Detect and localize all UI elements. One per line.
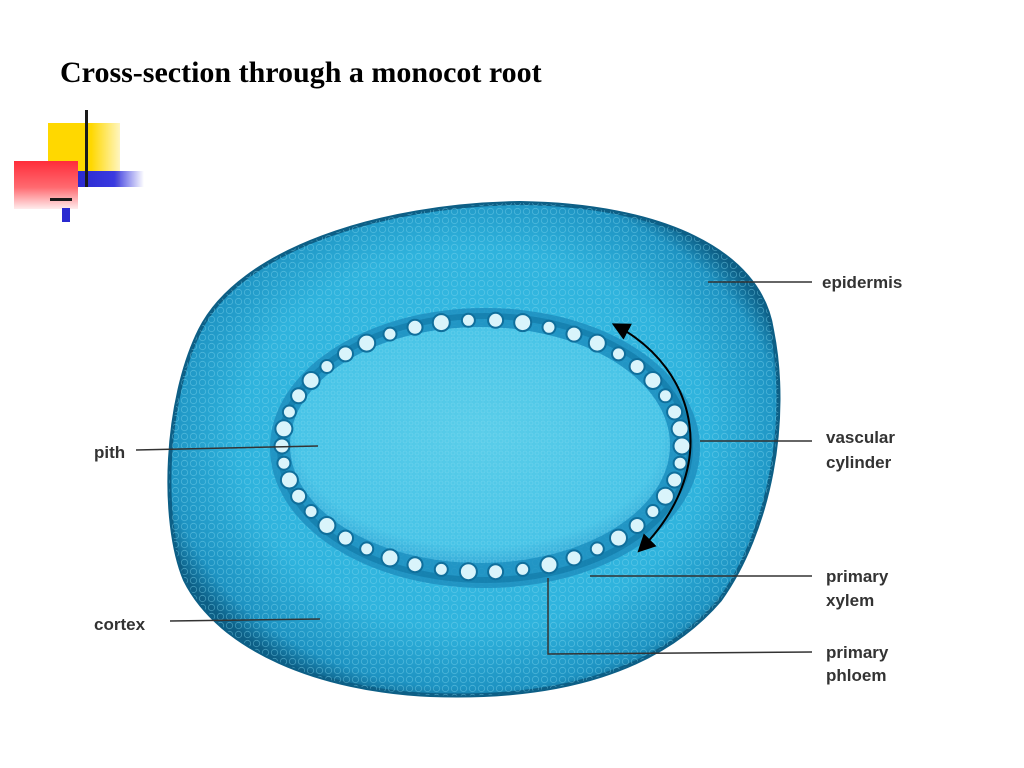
xylem-vessel	[515, 561, 531, 577]
xylem-vessel	[609, 528, 628, 548]
xylem-vessel	[487, 563, 505, 581]
xylem-vessel	[672, 455, 688, 471]
xylem-vessel	[433, 561, 449, 577]
label-epidermis: epidermis	[822, 273, 902, 292]
label-xylem-line2: xylem	[826, 591, 874, 610]
xylem-vessel	[611, 346, 626, 362]
xylem-vessel	[359, 541, 375, 557]
xylem-vessel	[487, 311, 505, 329]
xylem-vessel	[628, 517, 646, 534]
xylem-vessel	[666, 403, 684, 421]
xylem-vessel	[317, 516, 337, 535]
slide-title: Cross-section through a monocot root	[60, 56, 542, 89]
xylem-vessel	[431, 313, 451, 333]
xylem-vessel	[539, 555, 559, 575]
primary-phloem-leader	[547, 578, 813, 655]
xylem-vessel	[589, 541, 605, 557]
xylem-vessel	[587, 333, 607, 353]
xylem-vessel	[290, 487, 308, 505]
label-vascular-line2: cylinder	[826, 453, 892, 472]
xylem-vessel	[655, 486, 675, 506]
xylem-vessel	[460, 312, 476, 328]
xylem-vessel	[628, 358, 646, 375]
leader-lines	[135, 281, 813, 655]
xylem-vessel	[380, 548, 400, 568]
xylem-vessel	[458, 562, 478, 582]
xylem-vessel	[657, 388, 673, 404]
xylem-vessel	[279, 470, 299, 490]
label-phloem-line2: phloem	[826, 666, 886, 685]
xylem-vessel	[382, 326, 398, 342]
xylem-vessel	[670, 419, 690, 439]
xylem-vessel	[406, 318, 424, 336]
xylem-vessel	[337, 345, 354, 363]
pith-leader	[135, 445, 319, 451]
decorative-blue-square	[62, 208, 70, 222]
decorative-horizontal-line	[50, 198, 72, 201]
xylem-vessel	[319, 359, 335, 374]
label-pith: pith	[94, 443, 125, 462]
label-vascular-line1: vascular	[826, 428, 895, 447]
xylem-vessel	[565, 549, 583, 567]
xylem-vessel	[274, 419, 294, 439]
xylem-vessel	[541, 319, 557, 335]
xylem-vessel	[672, 436, 692, 456]
xylem-vessel	[281, 404, 297, 420]
xylem-vessel	[303, 504, 319, 519]
xylem-vessel	[357, 333, 377, 353]
xylem-vessel	[645, 504, 661, 519]
label-xylem-line1: primary	[826, 567, 889, 586]
xylem-vessel	[565, 325, 583, 343]
xylem-vessel	[406, 556, 424, 574]
xylem-vessel	[276, 455, 292, 471]
decorative-vertical-line	[85, 110, 88, 187]
label-cortex: cortex	[94, 615, 146, 634]
xylem-vessel	[301, 371, 321, 390]
decorative-blue-bar	[78, 171, 144, 187]
label-phloem-line1: primary	[826, 643, 889, 662]
xylem-vessel	[513, 313, 533, 333]
xylem-vessel	[337, 529, 354, 547]
decorative-red-square	[14, 161, 78, 209]
xylem-vessel	[666, 471, 684, 489]
xylem-vessel	[290, 387, 308, 405]
vascular-cylinder-arrow	[611, 323, 692, 553]
cortex-leader	[169, 618, 321, 622]
xylem-vessel	[643, 371, 663, 390]
